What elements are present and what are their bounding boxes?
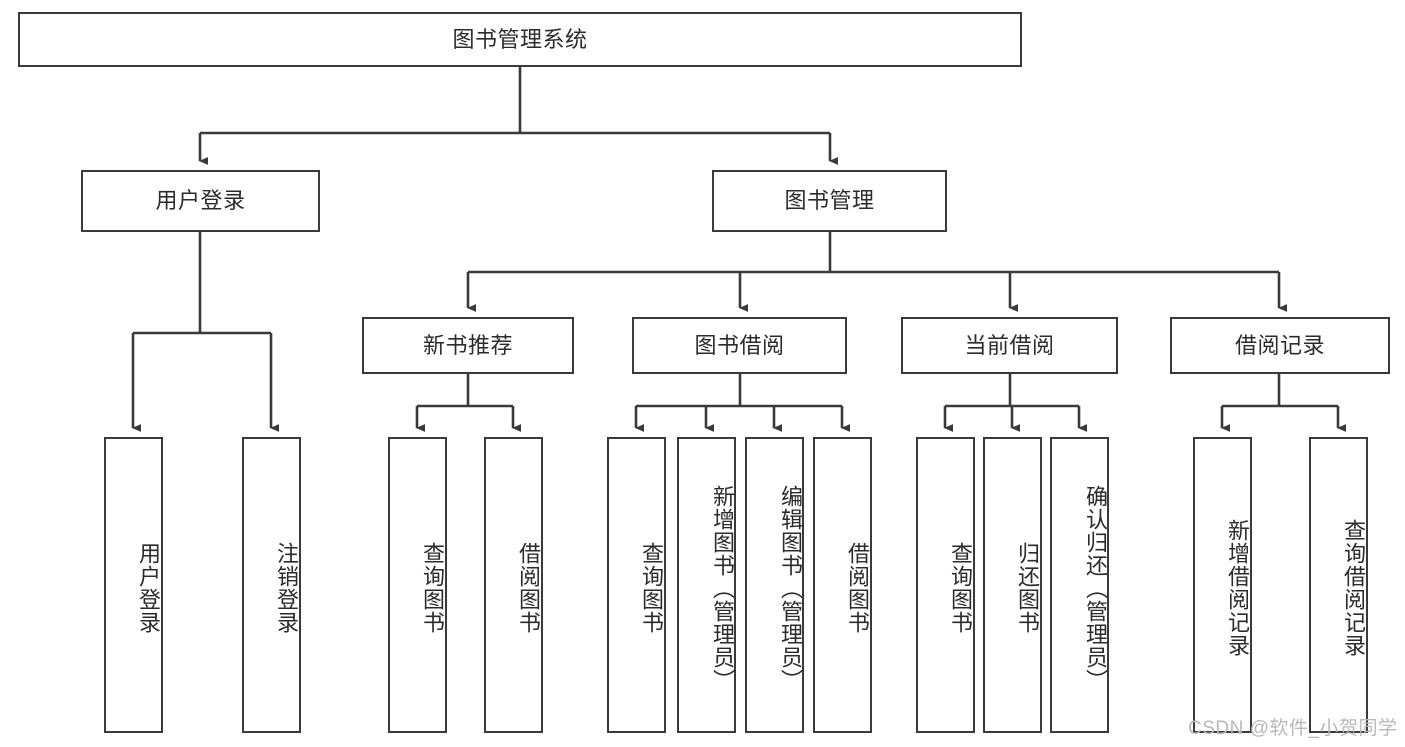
leaf-label: 借阅图书 <box>516 542 541 634</box>
csdn-watermark: CSDN @软件_小贺同学 <box>1188 718 1398 739</box>
leaf-label: 新增借阅记录 <box>1225 519 1250 657</box>
leaf-label: 查询图书 <box>639 542 664 634</box>
leaf-label: 查询借阅记录 <box>1341 519 1366 657</box>
leaf-user-login-signout[interactable]: 注销登录 <box>242 437 301 733</box>
leaf-label: 借阅图书 <box>845 542 870 634</box>
leaf-current-confirm-return-admin[interactable]: 确认归还（管理员） <box>1050 437 1109 733</box>
leaf-borrow-borrow-book[interactable]: 借阅图书 <box>813 437 872 733</box>
leaf-label: 注销登录 <box>274 542 299 634</box>
leaf-label: 查询图书 <box>420 542 445 634</box>
node-borrow-record-label: 借阅记录 <box>1234 332 1325 358</box>
leaf-label: 归还图书 <box>1015 542 1040 634</box>
leaf-borrow-query-book[interactable]: 查询图书 <box>607 437 666 733</box>
leaf-new-book-borrow[interactable]: 借阅图书 <box>484 437 543 733</box>
node-book-management-label: 图书管理 <box>784 188 875 214</box>
leaf-record-query[interactable]: 查询借阅记录 <box>1309 437 1368 733</box>
node-new-book-recommend-label: 新书推荐 <box>422 332 513 358</box>
node-root-label: 图书管理系统 <box>452 26 588 52</box>
node-user-login-label: 用户登录 <box>155 188 246 214</box>
leaf-borrow-add-book-admin[interactable]: 新增图书（管理员） <box>677 437 736 733</box>
leaf-label: 新增图书（管理员） <box>710 484 735 692</box>
leaf-borrow-edit-book-admin[interactable]: 编辑图书（管理员） <box>745 437 804 733</box>
node-current-borrow-label: 当前借阅 <box>964 332 1055 358</box>
node-book-management[interactable]: 图书管理 <box>712 170 947 232</box>
leaf-user-login-signin[interactable]: 用户登录 <box>104 437 163 733</box>
leaf-new-book-query[interactable]: 查询图书 <box>388 437 447 733</box>
leaf-current-query-book[interactable]: 查询图书 <box>916 437 975 733</box>
leaf-label: 编辑图书（管理员） <box>778 484 803 692</box>
node-user-login[interactable]: 用户登录 <box>81 170 320 232</box>
leaf-label: 查询图书 <box>948 542 973 634</box>
node-new-book-recommend[interactable]: 新书推荐 <box>362 317 574 374</box>
node-root[interactable]: 图书管理系统 <box>18 12 1022 67</box>
leaf-record-add[interactable]: 新增借阅记录 <box>1193 437 1252 733</box>
leaf-current-return-book[interactable]: 归还图书 <box>983 437 1042 733</box>
node-current-borrow[interactable]: 当前借阅 <box>901 317 1118 374</box>
node-book-borrow-label: 图书借阅 <box>694 332 785 358</box>
node-borrow-record[interactable]: 借阅记录 <box>1170 317 1390 374</box>
leaf-label: 确认归还（管理员） <box>1083 484 1108 692</box>
leaf-label: 用户登录 <box>136 542 161 634</box>
node-book-borrow[interactable]: 图书借阅 <box>632 317 847 374</box>
